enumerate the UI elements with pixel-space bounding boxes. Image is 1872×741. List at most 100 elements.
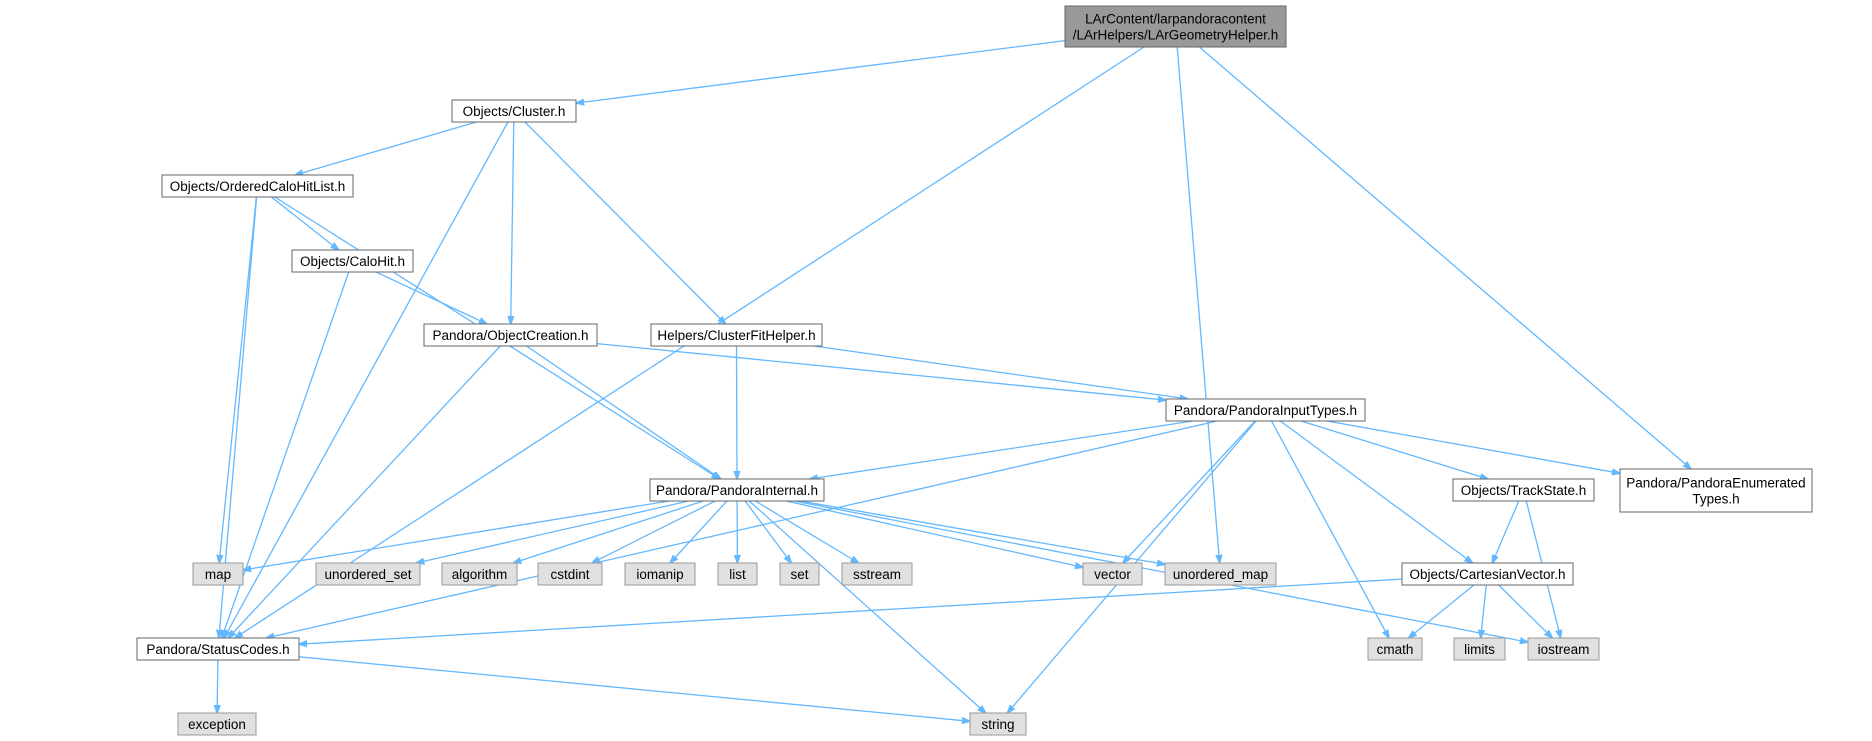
node-internal[interactable]: Pandora/PandoraInternal.h xyxy=(649,478,825,502)
node-box-cmath xyxy=(1367,637,1423,661)
node-label-map-0: map xyxy=(205,567,231,582)
node-cluster[interactable]: Objects/Cluster.h xyxy=(451,99,577,123)
node-clusterfit[interactable]: Helpers/ClusterFitHelper.h xyxy=(650,323,823,347)
node-box-root xyxy=(1064,5,1287,48)
edge-cartesian-to-cmath xyxy=(1409,584,1475,638)
edge-calohit-to-statuscodes xyxy=(222,271,350,638)
node-unordered-set: unordered_set xyxy=(315,562,421,586)
node-algorithm: algorithm xyxy=(441,562,518,586)
node-box-trackstate xyxy=(1452,478,1595,502)
node-box-algorithm xyxy=(441,562,518,586)
node-label-objcreation-0: Pandora/ObjectCreation.h xyxy=(432,328,588,343)
node-trackstate[interactable]: Objects/TrackState.h xyxy=(1452,478,1595,502)
edge-cartesian-to-statuscodes xyxy=(299,578,1403,644)
node-exception: exception xyxy=(177,712,257,736)
node-string: string xyxy=(969,712,1027,736)
edge-inputtypes-to-statuscodes xyxy=(266,420,1218,638)
node-label-cartesian-0: Objects/CartesianVector.h xyxy=(1409,567,1565,582)
node-box-list xyxy=(717,562,758,586)
node-label-root-0: LArContent/larpandoracontent xyxy=(1085,12,1266,27)
edge-clusterfit-to-internal xyxy=(737,345,738,479)
edge-ordered-to-calohit xyxy=(270,196,338,250)
node-box-cstdint xyxy=(537,562,603,586)
edge-cluster-to-statuscodes xyxy=(224,121,509,638)
edge-cluster-to-clusterfit xyxy=(524,121,726,324)
node-box-clusterfit xyxy=(650,323,823,347)
node-box-cartesian xyxy=(1401,562,1574,586)
node-objcreation[interactable]: Pandora/ObjectCreation.h xyxy=(423,323,598,347)
node-ordered[interactable]: Objects/OrderedCaloHitList.h xyxy=(161,174,354,198)
node-box-objcreation xyxy=(423,323,598,347)
node-inputtypes[interactable]: Pandora/PandoraInputTypes.h xyxy=(1165,398,1366,422)
node-label-ordered-0: Objects/OrderedCaloHitList.h xyxy=(170,179,346,194)
edge-cartesian-to-limits xyxy=(1481,584,1487,638)
node-label-calohit-0: Objects/CaloHit.h xyxy=(300,254,405,269)
node-statuscodes[interactable]: Pandora/StatusCodes.h xyxy=(136,637,300,661)
node-box-iostream xyxy=(1527,637,1600,661)
node-label-root-1: /LArHelpers/LArGeometryHelper.h xyxy=(1073,28,1279,43)
node-label-internal-0: Pandora/PandoraInternal.h xyxy=(656,483,818,498)
node-label-algorithm-0: algorithm xyxy=(452,567,508,582)
node-label-limits-0: limits xyxy=(1464,642,1495,657)
node-box-iomanip xyxy=(624,562,696,586)
node-cartesian[interactable]: Objects/CartesianVector.h xyxy=(1401,562,1574,586)
node-root[interactable]: LArContent/larpandoracontent/LArHelpers/… xyxy=(1064,5,1287,48)
edge-root-to-cluster xyxy=(576,39,1066,104)
edge-root-to-enumerated xyxy=(1198,46,1691,469)
node-label-vector-0: vector xyxy=(1094,567,1131,582)
edge-internal-to-string xyxy=(748,500,985,713)
node-set: set xyxy=(779,562,820,586)
node-label-iomanip-0: iomanip xyxy=(636,567,683,582)
edge-statuscodes-to-string xyxy=(298,656,970,722)
node-label-enumerated-0: Pandora/PandoraEnumerated xyxy=(1626,476,1805,491)
node-unordered-map: unordered_map xyxy=(1164,562,1277,586)
edge-calohit-to-objcreation xyxy=(375,271,487,324)
edge-cartesian-to-iostream xyxy=(1498,584,1553,638)
node-box-vector xyxy=(1082,562,1143,586)
edge-objcreation-to-internal xyxy=(526,345,721,479)
edge-clusterfit-to-inputtypes xyxy=(814,345,1188,399)
edge-inputtypes-to-cmath xyxy=(1270,420,1390,638)
edge-objcreation-to-statuscodes xyxy=(228,345,501,638)
edge-internal-to-algorithm xyxy=(513,500,704,563)
edge-cluster-to-ordered xyxy=(295,121,477,175)
edge-internal-to-iomanip xyxy=(670,500,728,563)
node-label-exception-0: exception xyxy=(188,717,246,732)
edge-cluster-to-objcreation xyxy=(511,121,514,324)
edge-internal-to-sstream xyxy=(754,500,858,563)
node-box-calohit xyxy=(291,249,414,273)
node-label-clusterfit-0: Helpers/ClusterFitHelper.h xyxy=(657,328,815,343)
node-limits: limits xyxy=(1453,637,1506,661)
edge-internal-to-unordered_set xyxy=(416,500,689,563)
node-box-set xyxy=(779,562,820,586)
node-box-enumerated xyxy=(1619,468,1813,513)
edge-inputtypes-to-trackstate xyxy=(1300,420,1488,479)
node-box-limits xyxy=(1453,637,1506,661)
node-box-statuscodes xyxy=(136,637,300,661)
node-label-cmath-0: cmath xyxy=(1377,642,1414,657)
node-box-map xyxy=(192,562,244,586)
node-vector: vector xyxy=(1082,562,1143,586)
node-box-unordered-map xyxy=(1164,562,1277,586)
edge-internal-to-cstdint xyxy=(592,500,716,563)
node-box-internal xyxy=(649,478,825,502)
node-box-cluster xyxy=(451,99,577,123)
node-calohit[interactable]: Objects/CaloHit.h xyxy=(291,249,414,273)
edge-internal-to-unordered_map xyxy=(800,500,1165,564)
edge-inputtypes-to-cartesian xyxy=(1280,420,1472,563)
node-label-unordered-set-0: unordered_set xyxy=(324,567,411,582)
node-label-string-0: string xyxy=(981,717,1014,732)
edge-internal-to-iostream xyxy=(794,500,1528,642)
node-box-ordered xyxy=(161,174,354,198)
edge-inputtypes-to-vector xyxy=(1123,420,1256,563)
node-box-unordered-set xyxy=(315,562,421,586)
node-box-exception xyxy=(177,712,257,736)
node-box-inputtypes xyxy=(1165,398,1366,422)
node-box-sstream xyxy=(841,562,913,586)
node-list: list xyxy=(717,562,758,586)
node-label-trackstate-0: Objects/TrackState.h xyxy=(1461,483,1587,498)
node-cstdint: cstdint xyxy=(537,562,603,586)
node-label-iostream-0: iostream xyxy=(1538,642,1590,657)
